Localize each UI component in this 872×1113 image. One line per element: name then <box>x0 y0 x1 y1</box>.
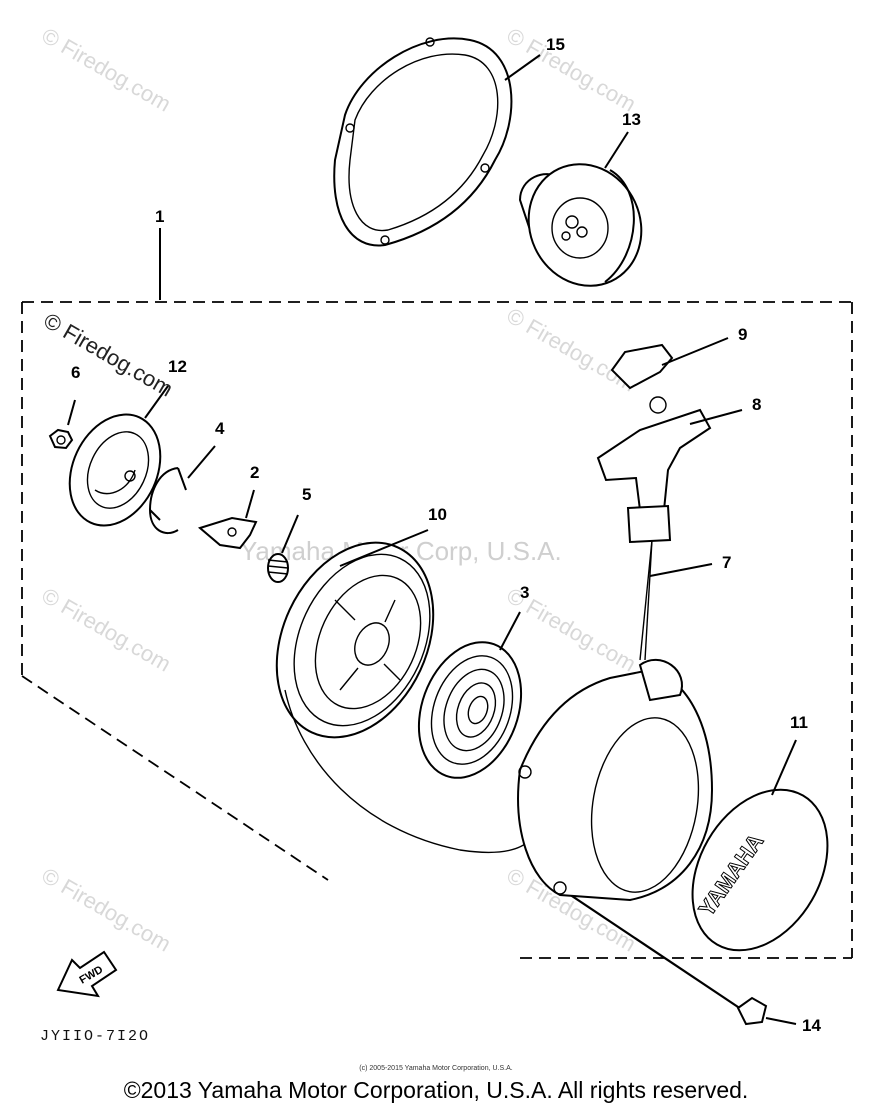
part-starter-handle <box>596 396 712 544</box>
callout-2: 2 <box>250 463 259 482</box>
assembly-boundary <box>21 228 853 959</box>
part-pawl <box>197 516 258 550</box>
part-pulley <box>518 163 643 287</box>
callout-11: 11 <box>790 713 808 732</box>
callout-13: 13 <box>622 110 641 129</box>
callout-6: 6 <box>71 363 80 382</box>
callout-9: 9 <box>738 325 747 344</box>
callout-numbers: 1 2 3 4 5 6 7 8 9 10 11 12 13 14 15 <box>71 35 821 1035</box>
part-starter-housing <box>517 658 714 902</box>
watermark-firedog: © Firedog.com <box>38 863 176 957</box>
watermark-firedog: © Firedog.com <box>38 583 176 677</box>
part-handle-cap <box>610 343 674 390</box>
callout-5: 5 <box>302 485 311 504</box>
watermark-firedog: © Firedog.com <box>38 23 176 117</box>
callout-12: 12 <box>168 357 187 376</box>
diagram-code: JYIIO-7I2O <box>40 1028 150 1045</box>
part-bolt <box>559 887 768 1026</box>
part-sheave-drum <box>275 541 435 739</box>
callout-4: 4 <box>215 419 225 438</box>
part-spring-clip <box>148 467 187 535</box>
part-emblem: YAMAHA <box>691 788 829 952</box>
callout-14: 14 <box>802 1016 821 1035</box>
part-starter-rope <box>284 539 653 854</box>
callout-7: 7 <box>722 553 731 572</box>
forward-arrow: FWD <box>56 950 118 998</box>
callout-8: 8 <box>752 395 761 414</box>
watermark-firedog: © Firedog.com <box>503 303 641 397</box>
callout-15: 15 <box>546 35 565 54</box>
callout-1: 1 <box>155 207 164 226</box>
part-recoil-spring <box>417 641 523 779</box>
copyright-notice: ©2013 Yamaha Motor Corporation, U.S.A. A… <box>124 1077 749 1103</box>
watermark-firedog-dark: © Firedog.com <box>40 308 178 402</box>
callout-3: 3 <box>520 583 529 602</box>
part-spring <box>267 553 289 583</box>
watermark-firedog: © Firedog.com <box>503 23 641 117</box>
part-drive-plate <box>68 413 162 527</box>
part-nut <box>48 428 74 450</box>
part-gasket <box>333 37 513 247</box>
callout-10: 10 <box>428 505 447 524</box>
leader-lines <box>67 54 797 1025</box>
fine-print: (c) 2005-2015 Yamaha Motor Corporation, … <box>359 1065 512 1072</box>
